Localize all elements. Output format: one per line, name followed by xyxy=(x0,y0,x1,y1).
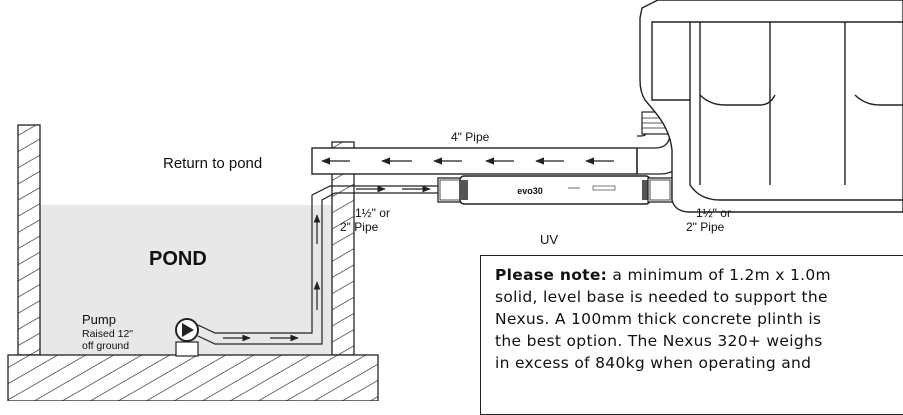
note-line-4: the best option. The Nexus 320+ weighs xyxy=(495,332,823,350)
pump-outlet-pipe xyxy=(197,185,445,345)
note-line-1: Please note: a minimum of 1.2m x 1.0m xyxy=(495,264,903,286)
return-pipe xyxy=(311,111,683,175)
note-line-2: solid, level base is needed to support t… xyxy=(495,288,828,306)
pump-icon xyxy=(175,318,199,342)
filter-unit xyxy=(639,0,903,213)
pipe-size-right-line2: 2" Pipe xyxy=(686,220,725,234)
pond-right-wall xyxy=(331,141,355,356)
uv-unit-brand: evo30 xyxy=(517,186,543,196)
pump-stand xyxy=(175,341,199,357)
pump-raised-line1: Raised 12" xyxy=(82,328,133,340)
pond-left-wall xyxy=(17,124,41,356)
note-line-1-text: a minimum of 1.2m x 1.0m xyxy=(607,266,831,284)
note-line-5: in excess of 840kg when operating and xyxy=(495,354,812,372)
uv-unit xyxy=(437,175,673,205)
pipe-size-left-line2: 2" Pipe xyxy=(340,220,379,234)
pipe-size-left-line1: 1½" or xyxy=(355,206,390,220)
pond-label: POND xyxy=(149,248,207,270)
four-inch-pipe-label: 4" Pipe xyxy=(451,130,490,144)
note-lead: Please note: xyxy=(495,266,608,284)
ground-base xyxy=(7,354,379,401)
pond-filter-diagram: evo30 Retu xyxy=(7,0,903,401)
uv-label: UV xyxy=(540,232,558,247)
note-line-3: Nexus. A 100mm thick concrete plinth is xyxy=(495,310,822,328)
installation-note: Please note: a minimum of 1.2m x 1.0m so… xyxy=(480,255,903,415)
pump-raised-line2: off ground xyxy=(82,340,129,352)
return-to-pond-label: Return to pond xyxy=(163,155,262,172)
flow-arrows-pump-line xyxy=(223,185,431,342)
diagram-canvas: evo30 Retu xyxy=(7,0,903,401)
pump-label: Pump xyxy=(82,312,116,327)
pipe-size-right-line1: 1½" or xyxy=(696,206,731,220)
